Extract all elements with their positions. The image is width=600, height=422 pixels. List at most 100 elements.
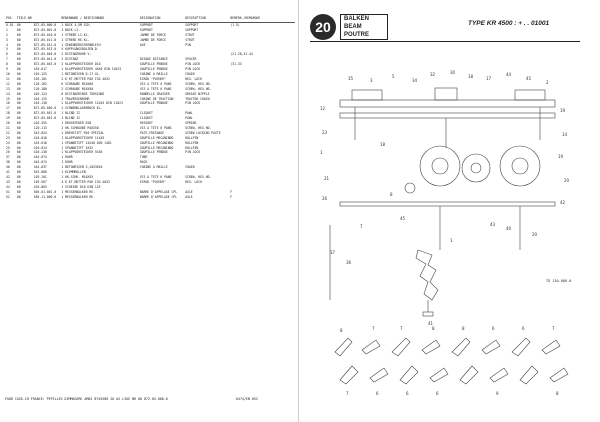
callout-number: 45 [400,216,406,221]
callout-number: 18 [380,142,386,147]
callout-number: 32 [430,72,436,77]
bracket-center [434,87,458,101]
table-cell: 20 [6,121,10,126]
table-cell: 1 KLAPPVORSTECKER 5X36 [61,150,103,155]
table-cell: 00 [16,150,21,155]
table-cell: TUBE [139,155,148,160]
table-cell: 13 [6,86,10,91]
table-cell: SCREW LOCKING PASTE [185,130,221,135]
table-cell: 416.063 [33,184,47,189]
callout-number: 21 [324,176,330,181]
table-cell: 4 [6,42,8,47]
table-cell: 00 [16,140,21,145]
table-cell: 00 [16,37,21,42]
table-cell: 12 [6,81,10,86]
gear-center [461,153,491,183]
table-cell: 1 KLAPPVORSTECKER 11X45 [61,135,105,140]
table-cell: 00 [16,42,21,47]
table-cell: 00 [16,57,21,62]
table-cell: 444.074 [33,160,47,165]
callout-number: 19 [560,108,566,113]
table-cell: 1 MESSERBALKEN RE. [61,194,95,199]
table-cell: 4 6 KT-MUTTER M16 ISO 4032 [61,179,110,184]
table-cell: 103.101 [33,76,47,81]
callout-number: 6 [406,391,409,396]
table-cell: 416.125 [33,71,47,76]
table-cell: 1 BLIND II [61,111,81,116]
beam-top-bar [339,99,556,108]
callout-number: 9 [496,391,499,396]
table-cell: 1 SPANNSTIFT 5X32 [61,145,94,150]
table-cell: 00 [16,27,21,32]
callout-number: 19 [558,154,564,159]
table-cell: 18 [6,111,10,116]
table-cell: SCREW, HEX.HD. [185,81,212,86]
table-cell: F [230,189,233,194]
table-cell: SCREW, HEX.HD. [185,125,212,130]
callout-number: 1 [320,150,323,155]
callout-number: 37 [330,250,336,255]
table-cell: 2 SCHWENKLAGERBOCK KL. [61,106,103,111]
table-cell: 872.05.011.0 [33,37,57,42]
table-cell: 16 [6,101,10,106]
table-cell: 505.11.000.0 [33,194,57,199]
table-cell: TRACTOR CHAIN [185,96,210,101]
table-cell: 00 [16,106,21,111]
table-cell: 872.05.012.0 [33,42,57,47]
page-divider [298,0,299,422]
table-cell: 42 [6,175,10,179]
table-cell: 2 KLAPPVORSTECKER 12X45 DIN 11023 [61,101,123,106]
table-cell: STRUT [185,32,195,37]
table-cell: 24 [6,140,10,145]
callout-number: 7 [400,326,403,331]
table-cell: 00 [16,111,21,116]
guide-rail [339,201,556,207]
table-cell: PIN LOCK [185,150,201,155]
table-cell: 1 SPANNSTIFT 14X40 DIN 1481 [61,140,112,145]
table-cell: 2 6 KT-MUTTER M16 ISO 4032 [61,76,110,81]
table-cell: ECROU "PUCHER" [139,76,166,81]
table-cell: SUPPORT [185,27,199,32]
table-cell: RONDELLE GRASSER [139,91,170,96]
table-cell: 2 [6,32,8,37]
table-cell: PATE,FREINAGE [139,130,165,135]
footer-note: FOUR CASE-IH FRANCE: PEPILLES DIMMAGERE … [5,397,168,401]
table-cell: GOUPILLE PENDUE [139,101,168,106]
table-cell: 872.05.043.0 [33,62,57,67]
table-cell: STRUT [185,37,195,42]
table-cell: 38 [6,160,10,165]
table-cell: 22 [6,130,10,135]
table-cell: PIN LOCK [185,62,201,67]
diagram-reference-code: TD 130.086.0 [546,279,571,283]
table-cell: 2 SCHRAUBE M16X50 [61,86,94,91]
table-cell: 00 [16,76,21,81]
callout-number: 34 [412,78,418,83]
table-cell: PIN LOCK [185,67,201,72]
callout-number: 7 [372,326,375,331]
table-cell: 00 [16,71,21,76]
table-cell: 872.05.041.0 [33,57,57,62]
table-cell: 25 [6,145,10,150]
table-cell: GOUPILLE MECANINDO [139,140,174,145]
table-cell: SCREW, HEX.HD. [185,175,212,179]
table-cell: 416.130 [33,101,47,106]
table-cell: AXE [139,42,146,47]
table-cell: 416.130 [33,150,47,155]
callout-number: 20 [564,178,570,183]
table-cell: CHAIN [185,71,195,76]
bracket-right [514,89,546,101]
table-cell: CLIQUET [139,116,153,121]
table-cell: 52 [6,194,10,199]
callout-number: 5 [392,74,395,79]
table-cell: DISQUE DISTANCE [139,57,168,62]
